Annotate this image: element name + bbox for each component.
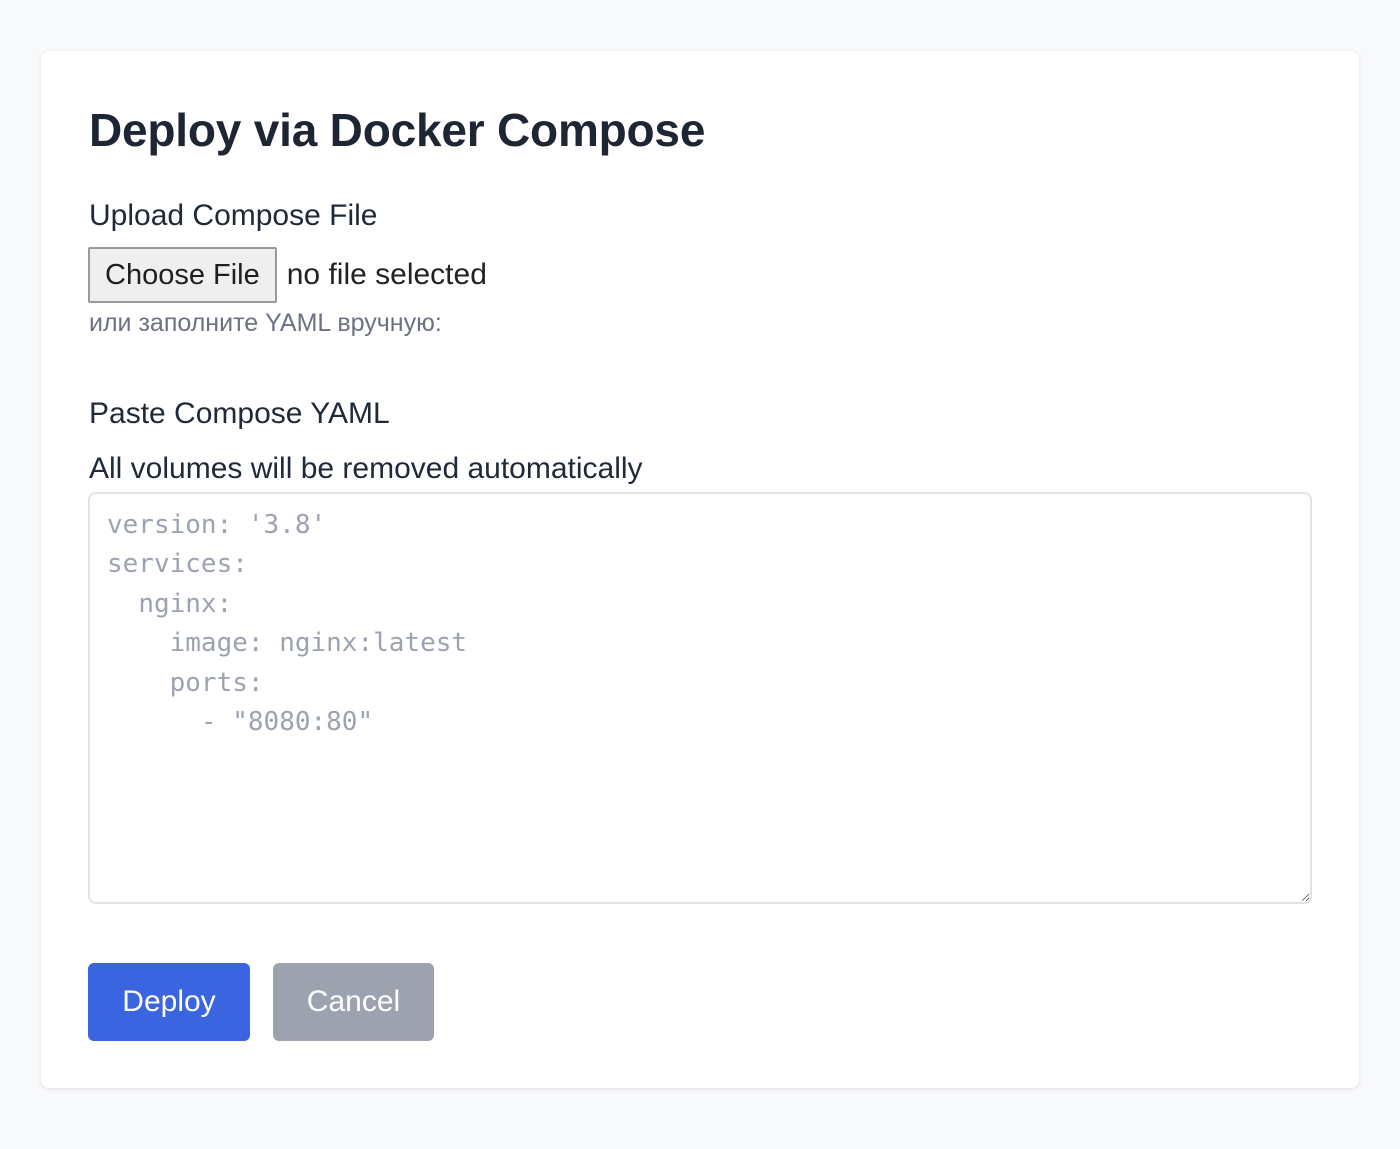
cancel-button[interactable]: Cancel [273, 963, 434, 1041]
choose-file-button[interactable]: Choose File [88, 247, 277, 303]
yaml-label: Paste Compose YAML [89, 397, 390, 430]
manual-entry-hint: или заполните YAML вручную: [89, 309, 442, 337]
deploy-card: Deploy via Docker Compose Upload Compose… [41, 51, 1359, 1088]
upload-label: Upload Compose File [89, 199, 378, 232]
page-title: Deploy via Docker Compose [89, 104, 706, 156]
file-status-text: no file selected [286, 258, 487, 291]
file-input[interactable]: Choose File no file selected [88, 247, 487, 303]
volumes-note: All volumes will be removed automaticall… [89, 452, 643, 485]
compose-yaml-textarea[interactable] [88, 492, 1312, 904]
deploy-button[interactable]: Deploy [88, 963, 250, 1041]
